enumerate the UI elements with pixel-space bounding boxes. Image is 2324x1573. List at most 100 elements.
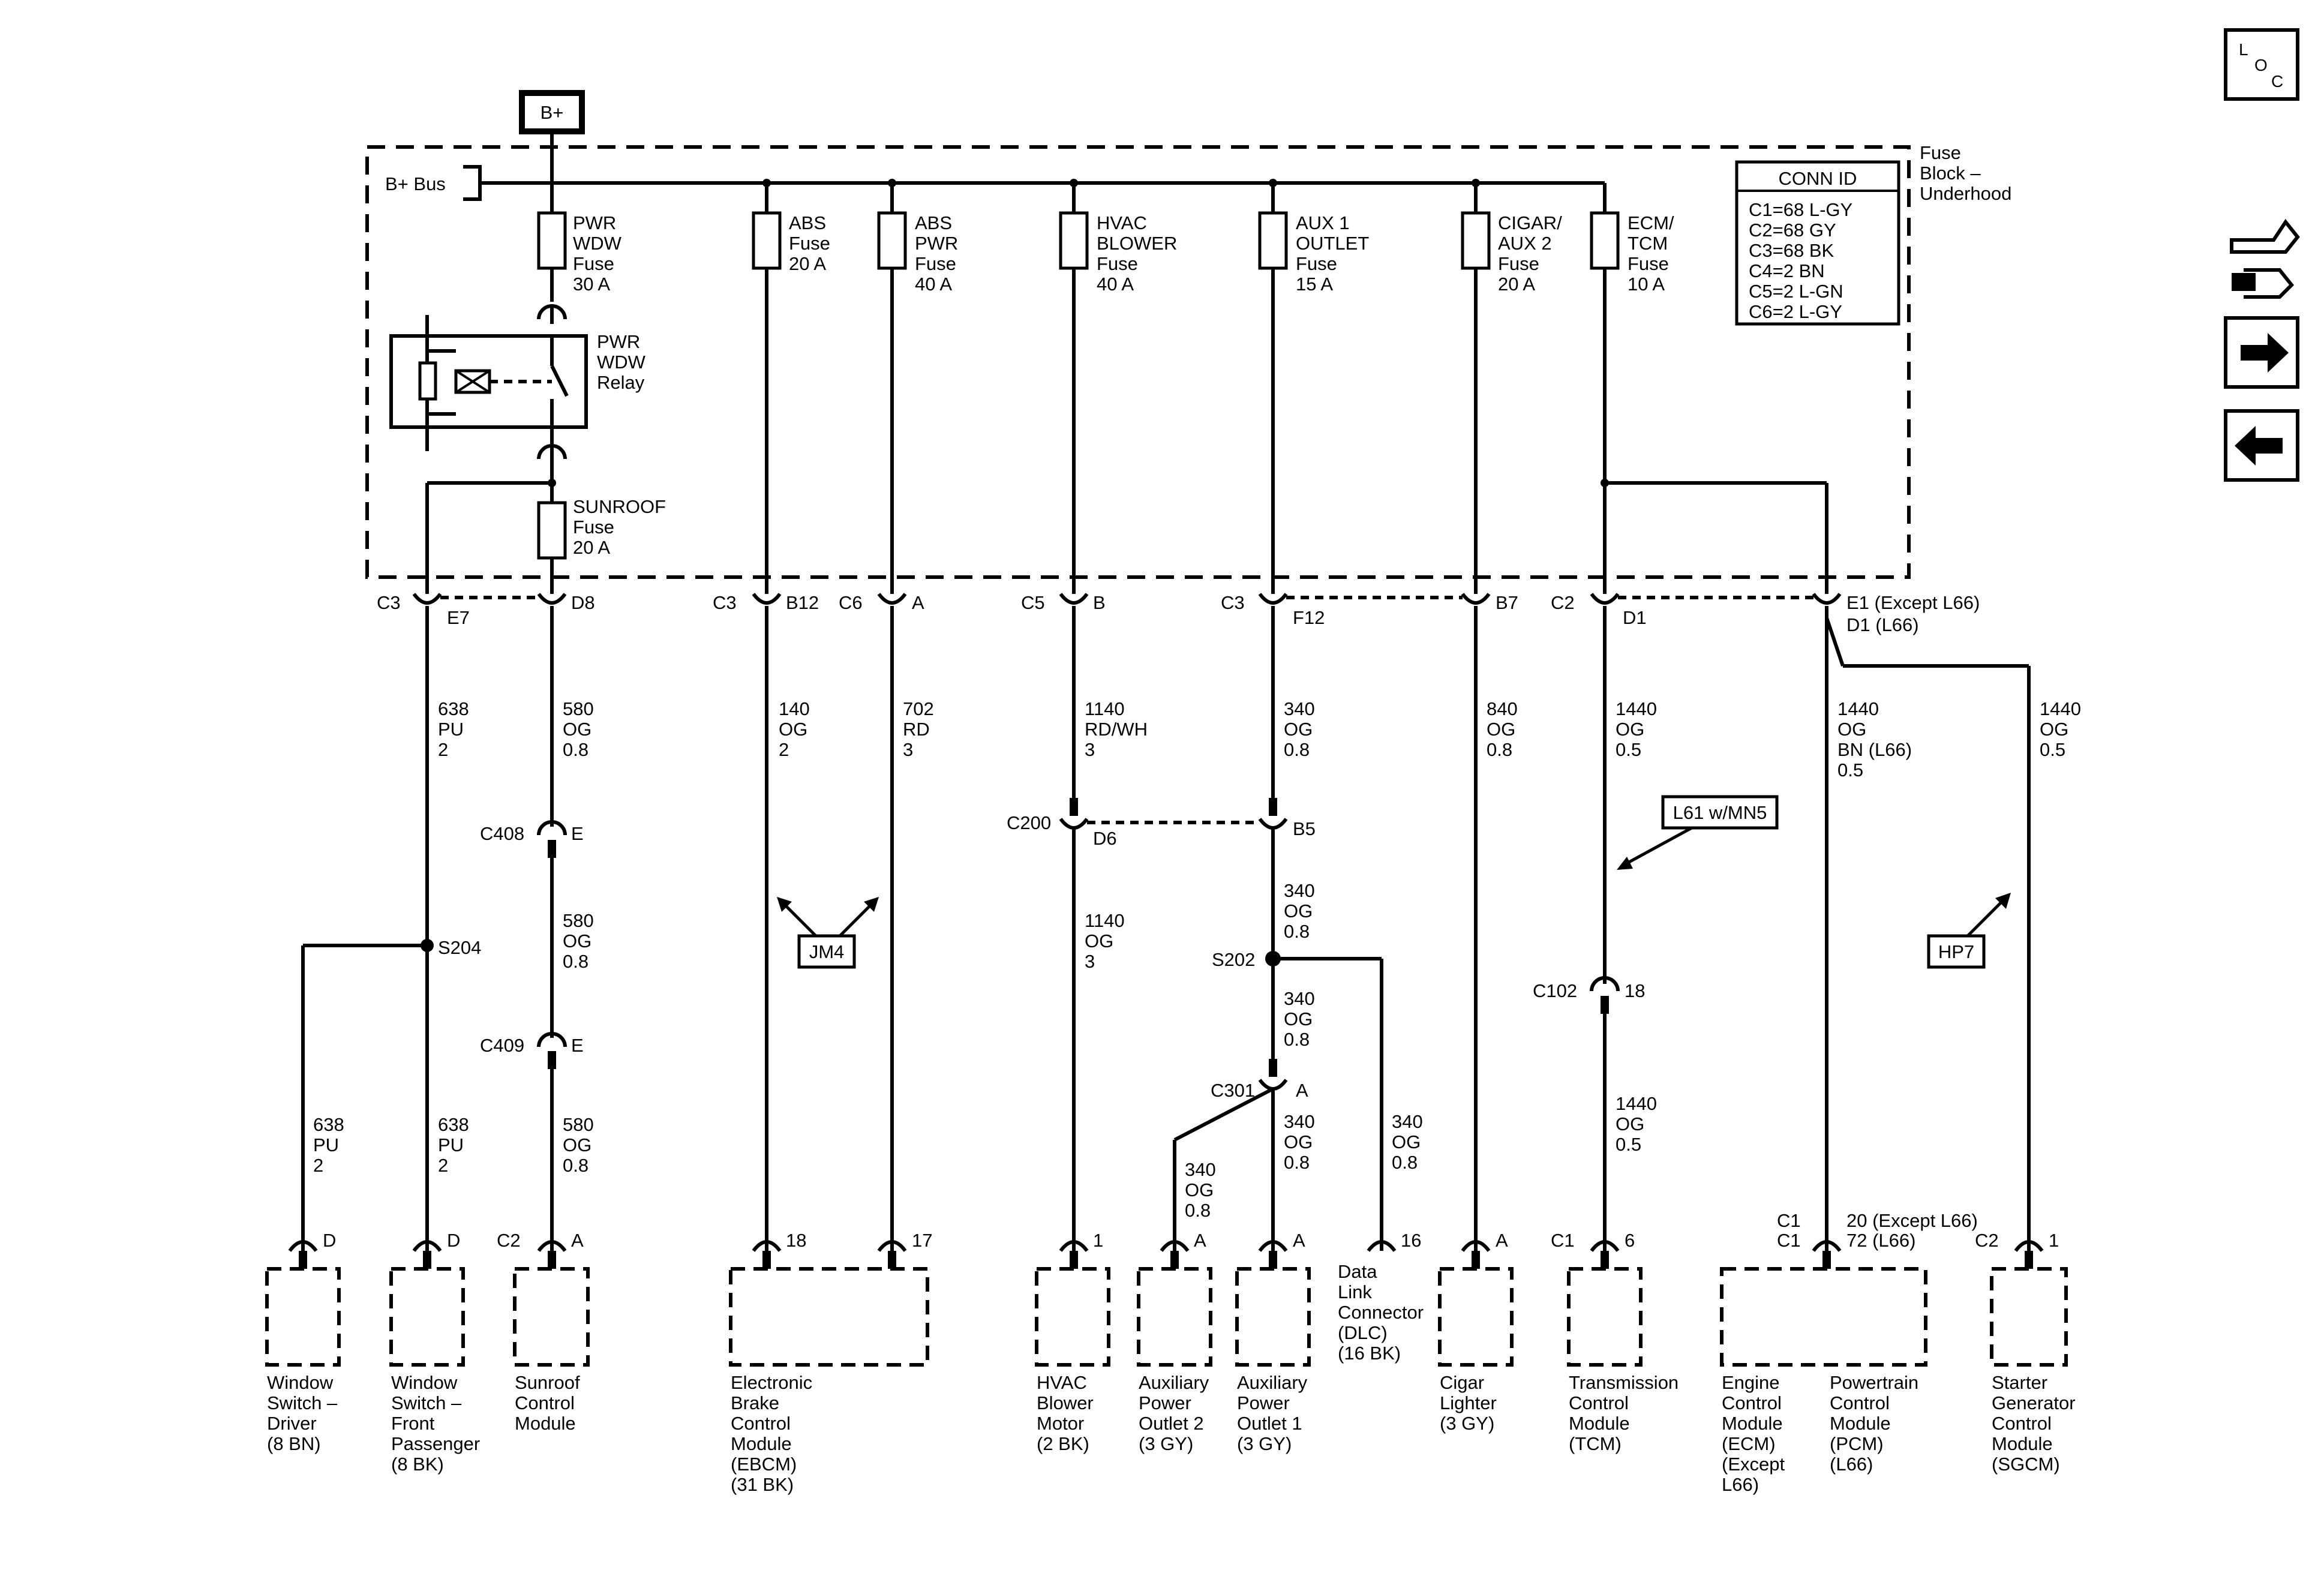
sunroof-control-module: Sunroof Control Module	[515, 1372, 580, 1434]
fuse-block-outline	[365, 145, 1911, 579]
svg-text:Module: Module	[1992, 1433, 2053, 1454]
svg-text:HVAC: HVAC	[1037, 1372, 1087, 1393]
svg-text:340: 340	[1284, 1111, 1315, 1132]
svg-text:(31 BK): (31 BK)	[731, 1474, 794, 1495]
svg-text:Fuse: Fuse	[1498, 253, 1539, 274]
svg-text:Control: Control	[1992, 1413, 2052, 1434]
svg-text:AUX 1: AUX 1	[1296, 212, 1350, 233]
svg-text:Control: Control	[731, 1413, 791, 1434]
abs-fuse: ABS Fuse 20 A	[752, 179, 830, 594]
svg-text:Outlet 1: Outlet 1	[1237, 1413, 1302, 1434]
svg-text:Switch –: Switch –	[391, 1392, 462, 1413]
svg-text:RD: RD	[903, 719, 930, 740]
svg-text:C2=68 GY: C2=68 GY	[1749, 220, 1836, 241]
window-switch-driver: Window Switch – Driver (8 BN)	[267, 1372, 338, 1454]
starter-generator-control-module: Starter Generator Control Module (SGCM)	[1992, 1372, 2076, 1475]
svg-text:E: E	[571, 1035, 584, 1056]
svg-text:B: B	[1093, 592, 1106, 613]
svg-text:C5=2 L-GN: C5=2 L-GN	[1749, 281, 1843, 302]
cigar-circuit: 840 OG 0.8	[1474, 606, 1518, 1251]
fuse-block-connectors	[412, 593, 1842, 605]
bus-label: B+ Bus	[385, 173, 446, 194]
svg-text:B5: B5	[1293, 818, 1316, 839]
ecm-pcm-circuit: 1440 OG BN (L66) 0.5 1440 OG 0.5	[1825, 606, 2081, 1251]
svg-text:(3 GY): (3 GY)	[1139, 1433, 1193, 1454]
engine-control-module: Engine Control Module (ECM) (Except L66)	[1722, 1372, 1785, 1495]
svg-text:0.8: 0.8	[1487, 739, 1512, 760]
jm4-option-marker: JM4	[777, 897, 879, 969]
svg-text:OG: OG	[1284, 719, 1313, 740]
svg-text:BN (L66): BN (L66)	[1837, 739, 1912, 760]
previous-page-button[interactable]	[2224, 409, 2299, 482]
svg-text:A: A	[1194, 1230, 1206, 1251]
svg-text:638: 638	[313, 1114, 344, 1135]
svg-text:C409: C409	[480, 1035, 524, 1056]
svg-text:PWR: PWR	[573, 212, 616, 233]
svg-text:PU: PU	[438, 719, 464, 740]
svg-text:Lighter: Lighter	[1440, 1392, 1497, 1413]
svg-text:CIGAR/: CIGAR/	[1498, 212, 1562, 233]
svg-text:C2: C2	[1975, 1230, 1999, 1251]
svg-text:Link: Link	[1338, 1281, 1372, 1302]
svg-text:PU: PU	[313, 1134, 339, 1155]
svg-text:0.8: 0.8	[1185, 1200, 1211, 1221]
powertrain-control-module: Powertrain Control Module (PCM) (L66)	[1830, 1372, 1918, 1475]
connector-symbol	[537, 444, 567, 460]
svg-text:Driver: Driver	[267, 1413, 317, 1434]
svg-text:3: 3	[1085, 739, 1095, 760]
b-plus-bus: B+ Bus	[385, 165, 1605, 201]
svg-text:Module: Module	[1830, 1413, 1891, 1434]
svg-text:40 A: 40 A	[915, 274, 952, 295]
svg-text:C6=2 L-GY: C6=2 L-GY	[1749, 301, 1842, 322]
svg-text:Engine: Engine	[1722, 1372, 1780, 1393]
cigar-aux2-fuse: CIGAR/ AUX 2 Fuse 20 A	[1461, 179, 1562, 594]
svg-text:580: 580	[563, 698, 594, 719]
svg-text:OG: OG	[2040, 719, 2068, 740]
svg-text:Generator: Generator	[1992, 1392, 2076, 1413]
svg-text:Power: Power	[1237, 1392, 1290, 1413]
svg-text:340: 340	[1392, 1111, 1423, 1132]
svg-text:A: A	[1496, 1230, 1508, 1251]
svg-text:L: L	[2239, 40, 2248, 59]
svg-text:(3 GY): (3 GY)	[1237, 1433, 1292, 1454]
svg-text:D6: D6	[1093, 828, 1117, 849]
svg-text:(8 BK): (8 BK)	[391, 1454, 444, 1475]
svg-text:Blower: Blower	[1037, 1392, 1094, 1413]
pwr-wdw-relay: PWR WDW Relay	[389, 315, 646, 451]
svg-text:Control: Control	[1569, 1392, 1629, 1413]
svg-text:(SGCM): (SGCM)	[1992, 1454, 2060, 1475]
svg-text:580: 580	[563, 1114, 594, 1135]
wrench-icon[interactable]	[2230, 218, 2300, 299]
svg-text:Underhood: Underhood	[1920, 183, 2011, 204]
svg-text:0.8: 0.8	[1392, 1152, 1418, 1173]
svg-text:OG: OG	[1284, 1008, 1313, 1029]
arrow-right-icon	[2241, 333, 2289, 373]
transmission-control-module: Transmission Control Module (TCM)	[1569, 1372, 1679, 1454]
svg-text:0.5: 0.5	[1616, 739, 1641, 760]
svg-text:(16 BK): (16 BK)	[1338, 1343, 1401, 1364]
svg-text:OG: OG	[779, 719, 807, 740]
sunroof-circuit: C408 E C409 E 580 OG 0.8 580 OG 0.8 580 …	[480, 606, 594, 1251]
svg-text:A: A	[1293, 1230, 1305, 1251]
svg-text:C301: C301	[1211, 1080, 1255, 1101]
hvac-blower-motor: HVAC Blower Motor (2 BK)	[1037, 1372, 1094, 1454]
svg-text:Fuse: Fuse	[1296, 253, 1337, 274]
svg-text:JM4: JM4	[809, 941, 845, 962]
battery-label: B+	[541, 102, 564, 123]
next-page-button[interactable]	[2224, 316, 2299, 389]
svg-text:6: 6	[1625, 1230, 1635, 1251]
svg-text:C3: C3	[377, 592, 401, 613]
l61-option-marker: L61 w/MN5	[1617, 795, 1779, 870]
svg-text:Auxiliary: Auxiliary	[1139, 1372, 1209, 1393]
svg-text:Data: Data	[1338, 1261, 1377, 1282]
svg-text:Control: Control	[515, 1392, 575, 1413]
svg-text:C2: C2	[1551, 592, 1575, 613]
location-button[interactable]: L O C	[2224, 28, 2299, 101]
svg-text:0.8: 0.8	[1284, 921, 1310, 942]
svg-text:SUNROOF: SUNROOF	[573, 496, 666, 517]
svg-text:C1: C1	[1551, 1230, 1575, 1251]
aux-outlet-circuit: B5 S202 C301 A 340 OG 0.8 340 OG 0.8 340…	[1173, 606, 1423, 1251]
splice-s204: S204	[438, 937, 481, 958]
svg-text:40 A: 40 A	[1097, 274, 1134, 295]
svg-text:(DLC): (DLC)	[1338, 1322, 1388, 1343]
